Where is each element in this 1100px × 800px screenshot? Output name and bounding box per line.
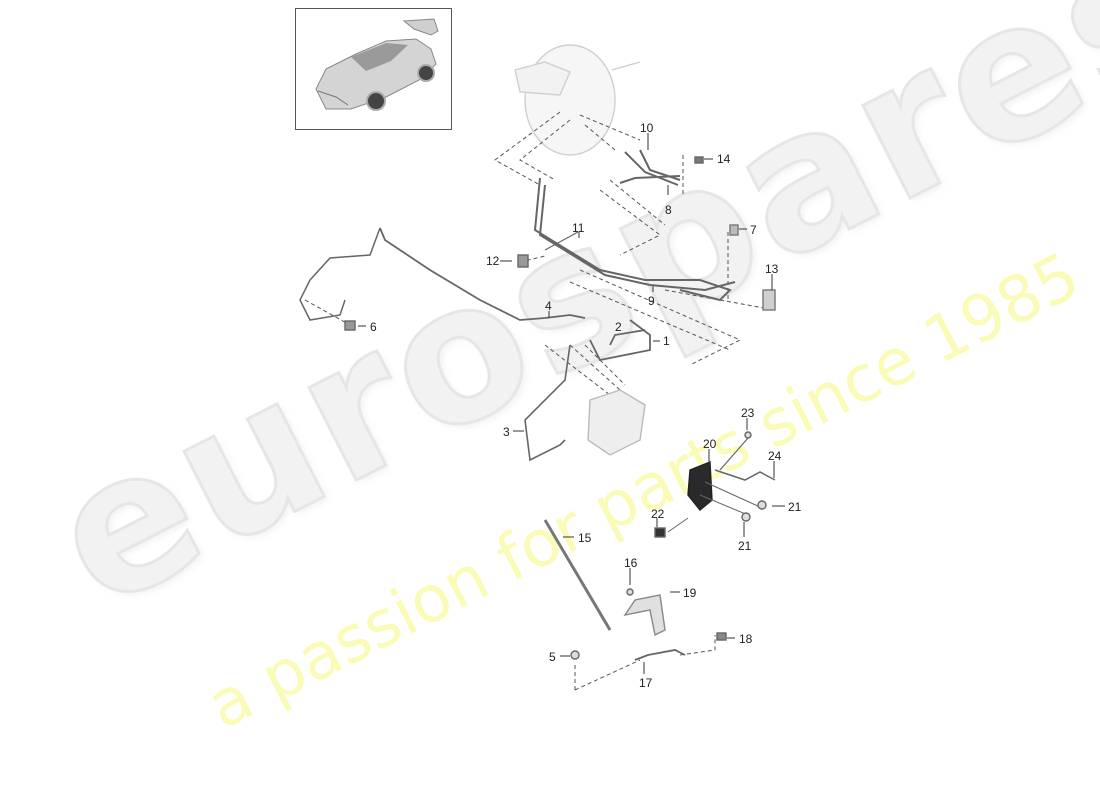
callout-9[interactable]: 9 xyxy=(648,294,655,308)
callout-16[interactable]: 16 xyxy=(624,556,638,570)
callout-7[interactable]: 7 xyxy=(750,223,757,237)
callout-15[interactable]: 15 xyxy=(578,531,592,545)
callout-13[interactable]: 13 xyxy=(765,262,779,276)
callout-10[interactable]: 10 xyxy=(640,121,654,135)
car-icon xyxy=(315,18,439,111)
callout-14[interactable]: 14 xyxy=(717,152,731,166)
callout-23[interactable]: 23 xyxy=(741,406,755,420)
callout-19[interactable]: 19 xyxy=(683,586,697,600)
vehicle-thumbnail[interactable] xyxy=(295,8,452,130)
callout-21-upper[interactable]: 21 xyxy=(788,500,802,514)
callout-2[interactable]: 2 xyxy=(615,320,622,334)
callout-21-lower[interactable]: 21 xyxy=(738,539,752,553)
callout-20[interactable]: 20 xyxy=(703,437,717,451)
callout-18[interactable]: 18 xyxy=(739,632,753,646)
callout-11[interactable]: 11 xyxy=(572,221,585,235)
callout-4[interactable]: 4 xyxy=(545,299,552,313)
callout-17[interactable]: 17 xyxy=(639,676,653,690)
callout-8[interactable]: 8 xyxy=(665,203,672,217)
callout-24[interactable]: 24 xyxy=(768,449,782,463)
callout-3[interactable]: 3 xyxy=(503,425,510,439)
callout-5[interactable]: 5 xyxy=(549,650,556,664)
callout-6[interactable]: 6 xyxy=(370,320,377,334)
callout-12[interactable]: 12 xyxy=(486,254,500,268)
callout-22[interactable]: 22 xyxy=(651,507,665,521)
callout-1[interactable]: 1 xyxy=(663,334,670,348)
